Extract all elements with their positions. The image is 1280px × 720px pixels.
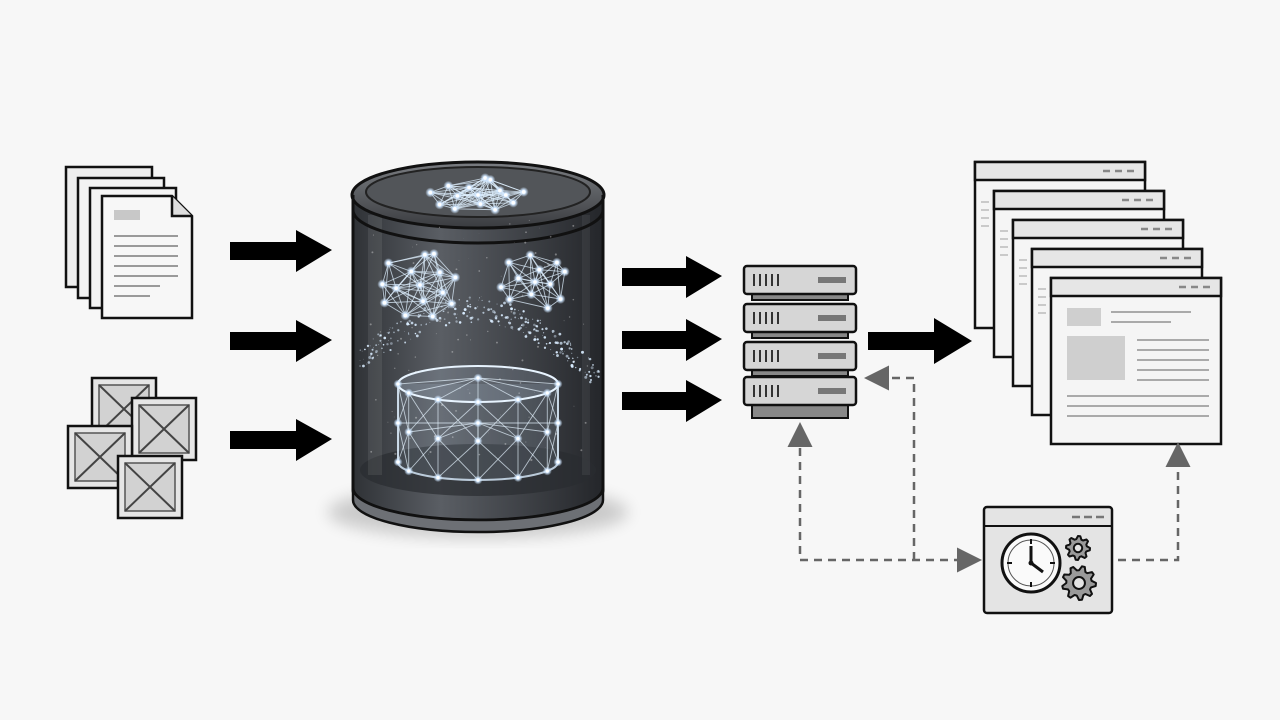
- server-unit: [742, 302, 858, 334]
- web-page-stack: [973, 160, 1223, 446]
- server-unit: [742, 375, 858, 407]
- lid-network-cluster: [425, 173, 529, 215]
- arrow-right-icon: [868, 318, 972, 364]
- arrow-right-icon: [230, 419, 332, 461]
- arrow-right-icon: [230, 320, 332, 362]
- dashed-connectors: [787, 365, 1191, 573]
- input-arrows: [230, 230, 332, 461]
- vector-database-cylinder-icon: [328, 160, 628, 538]
- neural-network-clusters: [377, 173, 570, 485]
- arrow-right-icon: [622, 319, 722, 361]
- server-unit: [742, 340, 858, 372]
- particle-swirl: [359, 219, 601, 462]
- scheduler-to-pages-connector: [1118, 442, 1191, 562]
- server-unit: [742, 264, 858, 296]
- server-rack-icon: [742, 264, 858, 419]
- web-page-window-icon: [1049, 276, 1223, 446]
- left-network-cluster: [377, 248, 461, 322]
- scheduler-to-server-side-connector: [864, 365, 916, 560]
- inner-lattice: [393, 373, 563, 485]
- gear-icon: [1061, 535, 1097, 601]
- store-to-server-arrows: [622, 256, 722, 422]
- arrow-right-icon: [230, 230, 332, 272]
- image-placeholder-icon: [130, 396, 198, 462]
- scheduler-window: [982, 505, 1114, 615]
- clock-icon: [1000, 532, 1062, 594]
- scheduler-to-server-connector: [787, 422, 976, 562]
- image-cluster: [66, 376, 198, 520]
- arrow-right-icon: [622, 256, 722, 298]
- right-network-cluster: [496, 250, 570, 314]
- arrow-right-icon: [622, 380, 722, 422]
- document-stack-icon: [64, 165, 194, 320]
- image-placeholder-icon: [116, 454, 184, 520]
- document-page-front: [100, 194, 194, 320]
